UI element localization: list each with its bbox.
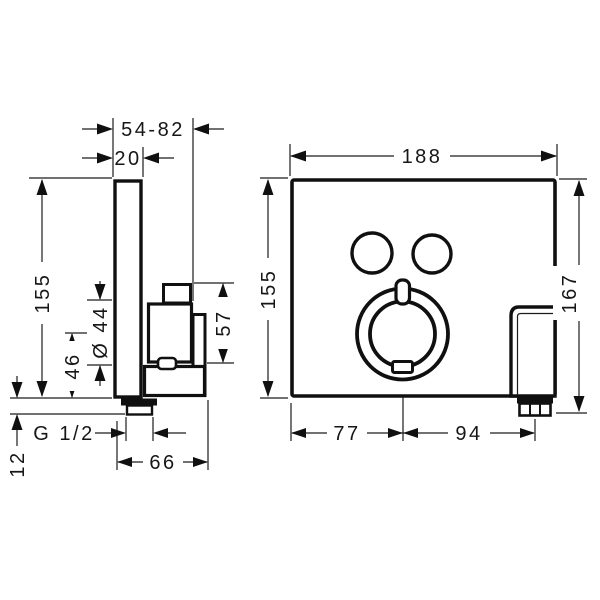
label-mask [448, 423, 490, 443]
dim-knob-diameter: Ø 44 [90, 305, 112, 358]
front-outlet-collar [517, 396, 553, 404]
label-mask [254, 258, 282, 320]
arrowhead [291, 428, 306, 438]
arrowhead [111, 428, 126, 438]
label-mask [4, 446, 30, 484]
dim-front-height: 155 [258, 269, 280, 310]
dim-side-height: 155 [32, 273, 54, 314]
arrowhead [153, 428, 168, 438]
dim-left-to-knob-center: 77 [333, 423, 360, 445]
dim-plate-thickness: 20 [114, 148, 141, 170]
label-mask [394, 146, 450, 166]
arrowhead [11, 382, 23, 398]
arrowhead [94, 365, 106, 381]
outlet-housing-inner-edge [516, 312, 554, 395]
front-view-body [290, 178, 557, 417]
arrowhead [388, 428, 403, 438]
arrowhead [193, 457, 208, 467]
arrowhead [573, 180, 585, 196]
side-body-notch [156, 356, 178, 371]
arrowhead [403, 428, 418, 438]
arrowhead [193, 123, 209, 135]
arrowhead [573, 396, 585, 412]
dim-thread-size: G 1/2 [33, 423, 94, 445]
dim-depth-range: 54-82 [121, 119, 185, 141]
dial-bottom-marker [391, 360, 414, 374]
arrowhead [36, 179, 48, 195]
arrowhead [217, 283, 229, 299]
label-mask [28, 262, 56, 324]
dim-body-height: 57 [213, 309, 235, 336]
side-body-lower-block [142, 364, 207, 398]
arrowhead [97, 152, 113, 164]
arrowhead [36, 381, 48, 397]
select-button-right [411, 233, 453, 275]
arrowhead [262, 381, 274, 397]
dim-overall-height: 167 [559, 273, 581, 314]
arrowhead [541, 150, 557, 162]
label-mask [143, 452, 183, 472]
label-mask [553, 266, 583, 320]
dim-body-width: 66 [149, 452, 176, 474]
dim-plate-width: 188 [402, 146, 443, 168]
arrowhead [11, 414, 23, 430]
arrowhead [520, 428, 535, 438]
front-outlet-hex-nut [518, 402, 552, 417]
select-button-left [350, 231, 394, 275]
dim-bottom-to-center: 46 [62, 352, 84, 379]
label-mask [327, 423, 367, 443]
dimension-labels: 54-82 20 155 Ø 44 46 57 12 G 1/2 66 188 … [4, 119, 583, 484]
arrowhead [117, 457, 132, 467]
arrowhead [262, 179, 274, 195]
arrowhead [290, 150, 306, 162]
side-view-body [113, 179, 207, 416]
dial-top-marker [394, 278, 412, 306]
arrowhead [97, 123, 113, 135]
side-outlet-thread [125, 404, 154, 416]
side-wall-plate [113, 179, 143, 399]
side-body-main-block [146, 302, 194, 364]
dim-outlet-protrusion: 12 [7, 450, 29, 477]
dim-knob-center-to-outlet: 94 [455, 423, 482, 445]
label-mask [210, 297, 236, 349]
label-mask [59, 341, 85, 391]
arrowhead [217, 347, 229, 363]
arrowhead [94, 284, 106, 300]
thermostat-dial-inner-ring [368, 299, 437, 369]
side-body-top-block [162, 283, 192, 305]
label-mask [87, 302, 113, 363]
arrowhead [143, 152, 159, 164]
side-outlet-collar [121, 398, 157, 406]
